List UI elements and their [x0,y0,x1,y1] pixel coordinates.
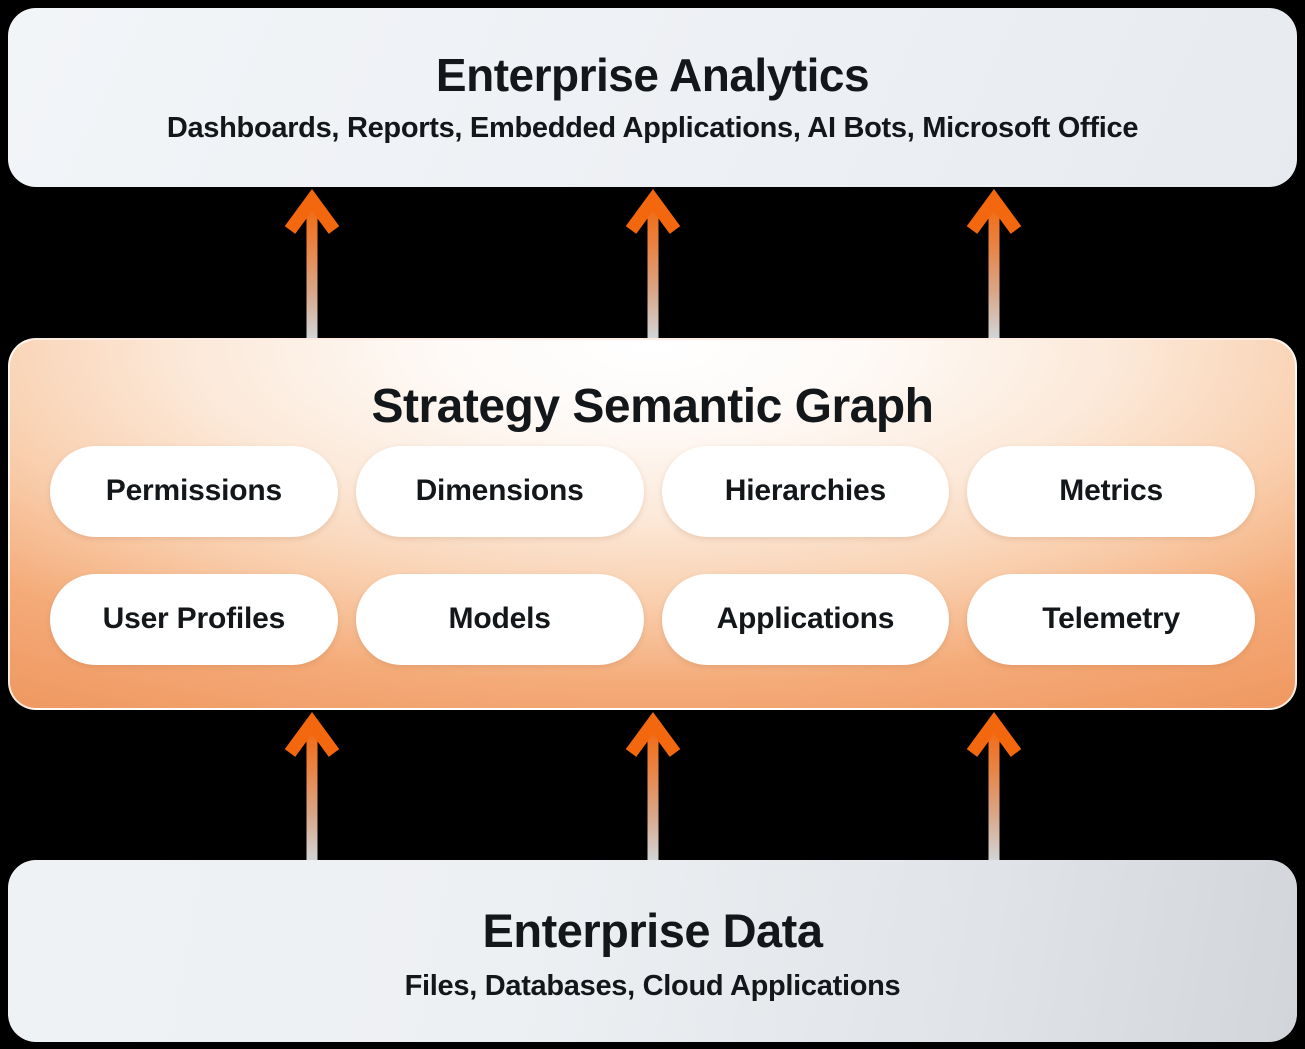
enterprise-data-subtitle: Files, Databases, Cloud Applications [404,969,901,1002]
pill-user-profiles: User Profiles [50,573,338,665]
analytics-subtitle: Dashboards, Reports, Embedded Applicatio… [166,112,1139,145]
pill-dimensions: Dimensions [355,445,644,537]
analytics-title: Enterprise Analytics [435,48,870,101]
up-arrow-icon [284,712,340,861]
semantic-graph-title: Strategy Semantic Graph [371,380,934,433]
up-arrow-icon [625,712,681,861]
enterprise-data-title: Enterprise Data [482,904,823,958]
pill-telemetry: Telemetry [967,573,1255,665]
enterprise-data-box: Enterprise Data Files, Databases, Cloud … [8,860,1297,1042]
pill-applications: Applications [661,573,950,665]
up-arrow-icon [625,189,681,338]
pill-metrics: Metrics [967,445,1255,537]
analytics-box: Enterprise Analytics Dashboards, Reports… [8,8,1297,187]
pill-models: Models [355,573,644,665]
pill-hierarchies: Hierarchies [661,445,950,537]
semantic-graph-pills: Permissions Dimensions Hierarchies Metri… [10,445,1295,665]
up-arrow-icon [284,189,340,338]
pill-permissions: Permissions [50,445,338,537]
up-arrow-icon [966,712,1022,861]
semantic-graph-box: Strategy Semantic Graph Permissions Dime… [8,338,1297,710]
up-arrow-icon [966,189,1022,338]
